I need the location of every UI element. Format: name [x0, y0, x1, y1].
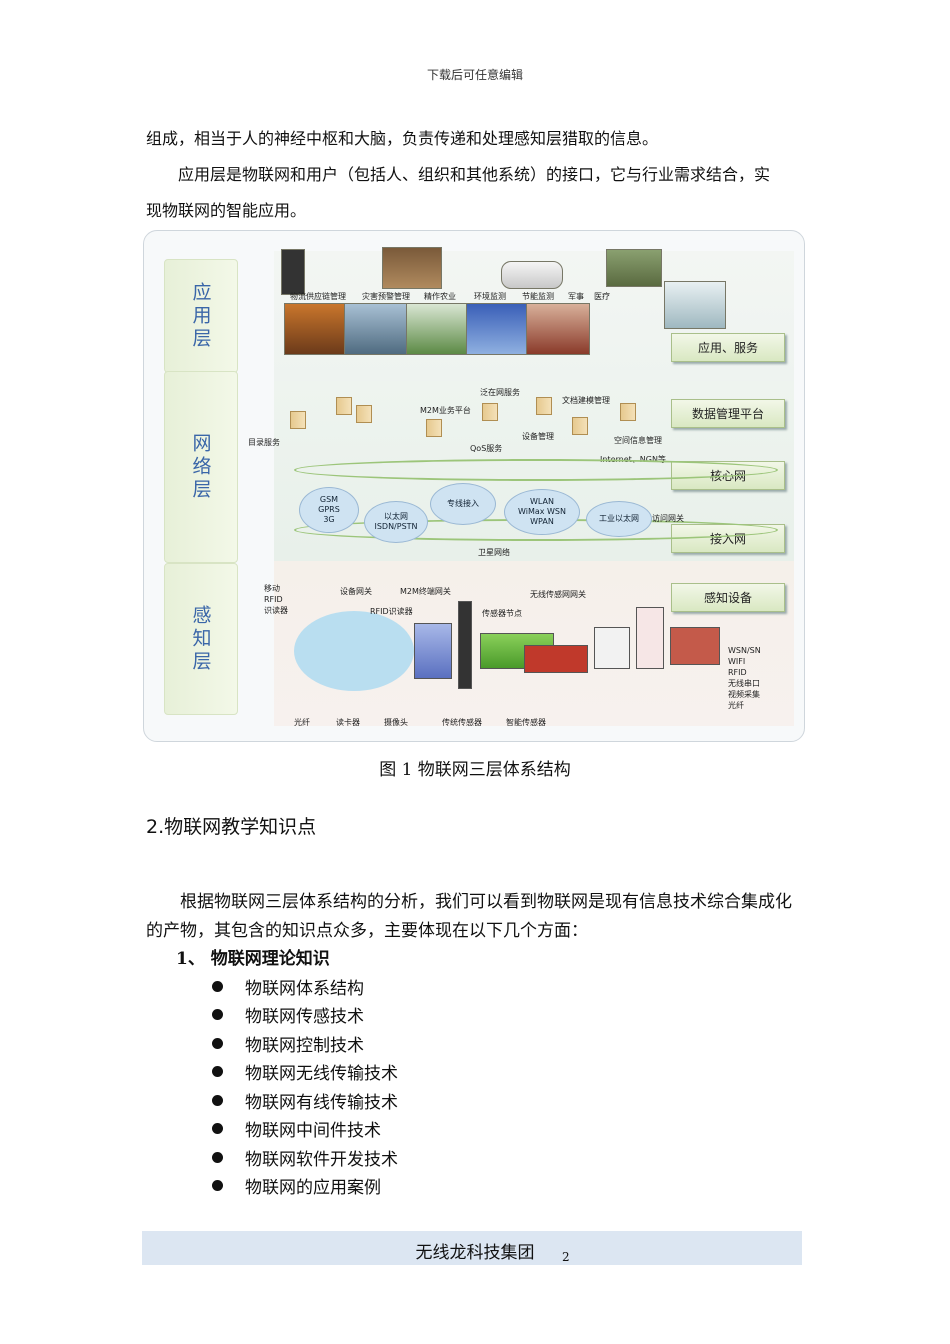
bullet-icon [212, 1037, 223, 1049]
header-note: 下载后可任意编辑 [426, 68, 523, 82]
layer-application: 应用层 [164, 259, 238, 373]
svc-label-ubiquitous: 泛在网服务 [480, 388, 520, 397]
svc-label-directory: 目录服务 [248, 438, 280, 447]
svc-label-doc-modeling: 文档建模管理 [562, 396, 610, 405]
paragraph-1: 组成，相当于人的神经中枢和大脑，负责传递和处理感知层猎取的信息。 [146, 129, 659, 148]
app-photo-tank [606, 249, 662, 287]
sense-label-mobile-rfid: 移动 RFID 识读器 [264, 584, 288, 615]
svc-label-device-mgmt: 设备管理 [522, 432, 554, 441]
app-label-medical: 医疗 [594, 292, 610, 301]
server-icon [356, 405, 372, 423]
rfid-zone [294, 611, 414, 691]
server-icon [426, 419, 442, 437]
paragraph-3: 现物联网的智能应用。 [146, 201, 307, 220]
app-photo-sky [466, 303, 528, 355]
server-icon [536, 397, 552, 415]
list-item: 物联网无线传输技术 [212, 1058, 398, 1087]
side-label-sensing-devices: 感知设备 [671, 583, 785, 612]
sensor-types-list: WSN/SN WIFI RFID 无线串口 视频采集 光纤 [728, 646, 761, 710]
list-item: 物联网的应用案例 [212, 1172, 398, 1201]
building-house [636, 607, 664, 669]
app-photo-bridge [344, 303, 408, 355]
app-label-energy: 节能监测 [522, 292, 554, 301]
app-photo-greenhouse [406, 303, 468, 355]
building-red [524, 645, 588, 673]
app-photo-car [501, 261, 563, 289]
building-house [594, 627, 630, 669]
sense-label-sensor-node: 传感器节点 [482, 609, 522, 618]
iot-architecture-figure: 应用层 网络层 感知层 物流供应链管理 灾害预警管理 精作农业 环境监测 节能监… [143, 230, 805, 742]
app-label-disaster: 灾害预警管理 [362, 292, 410, 301]
svc-label-qos: QoS服务 [470, 444, 503, 453]
building-house [670, 627, 720, 665]
bullet-icon [212, 1180, 223, 1192]
app-label-logistics: 物流供应链管理 [290, 292, 346, 301]
app-label-environment: 环境监测 [474, 292, 506, 301]
access-label-satellite: 卫星网络 [478, 548, 510, 557]
access-label-gateway: 访问网关 [652, 514, 684, 523]
figure-caption: 图 1 物联网三层体系结构 [379, 760, 571, 780]
device-label-card-reader: 读卡器 [336, 718, 360, 727]
layer-perception: 感知层 [164, 563, 238, 715]
bullet-icon [212, 1066, 223, 1078]
page-number: 2 [562, 1250, 570, 1264]
sub-heading: 1、 物联网理论知识 [176, 949, 330, 969]
footer-bar [142, 1231, 802, 1265]
app-label-military: 军事 [568, 292, 584, 301]
core-network-ring [294, 459, 778, 481]
app-photo-board [382, 247, 442, 289]
building-tower [414, 623, 452, 679]
device-label-fiber: 光纤 [294, 718, 310, 727]
list-item: 物联网控制技术 [212, 1029, 398, 1058]
server-icon [572, 417, 588, 435]
device-label-smart: 智能传感器 [506, 718, 546, 727]
svc-label-m2m-platform: M2M业务平台 [420, 406, 471, 415]
server-icon [336, 397, 352, 415]
sense-label-wsn-gateway: 无线传感网网关 [530, 590, 586, 599]
list-item: 物联网有线传输技术 [212, 1086, 398, 1115]
cloud-leased-line: 专线接入 [430, 483, 496, 525]
side-label-data-platform: 数据管理平台 [671, 399, 785, 428]
device-label-camera: 摄像头 [384, 718, 408, 727]
footer-company: 无线龙科技集团 [415, 1243, 535, 1263]
list-item: 物联网传感技术 [212, 1001, 398, 1030]
list-item: 物联网软件开发技术 [212, 1143, 398, 1172]
cloud-gsm: GSM GPRS 3G [299, 487, 359, 533]
list-item: 物联网体系结构 [212, 972, 398, 1001]
sense-label-m2m-gateway: M2M终端网关 [400, 587, 451, 596]
layer-network: 网络层 [164, 371, 238, 563]
paragraph-2: 应用层是物联网和用户（包括人、组织和其他系统）的接口，它与行业需求结合，实 [178, 165, 771, 184]
bullet-icon [212, 1094, 223, 1106]
app-photo-device [281, 249, 305, 295]
list-item: 物联网中间件技术 [212, 1115, 398, 1144]
server-icon [482, 403, 498, 421]
app-photo-medical [664, 281, 726, 329]
knowledge-list: 物联网体系结构 物联网传感技术 物联网控制技术 物联网无线传输技术 物联网有线传… [212, 972, 398, 1200]
section-paragraph: 根据物联网三层体系结构的分析，我们可以看到物联网是现有信息技术综合集成化的产物，… [146, 892, 792, 941]
cloud-wlan: WLAN WiMax WSN WPAN [504, 489, 580, 535]
server-icon [620, 403, 636, 421]
building-tower [458, 601, 472, 689]
app-label-agriculture: 精作农业 [424, 292, 456, 301]
svc-label-spatial: 空间信息管理 [614, 436, 662, 445]
sense-label-device-gateway: 设备网关 [340, 587, 372, 596]
app-photo-plant [526, 303, 590, 355]
device-label-traditional: 传统传感器 [442, 718, 482, 727]
bullet-icon [212, 1009, 223, 1021]
sense-label-rfid-reader: RFID识读器 [370, 607, 413, 616]
cloud-ethernet: 以太网 ISDN/PSTN [364, 501, 428, 543]
bullet-icon [212, 1151, 223, 1163]
bullet-icon [212, 1123, 223, 1135]
bullet-icon [212, 980, 223, 992]
section-heading: 2.物联网教学知识点 [146, 816, 317, 838]
side-label-app-service: 应用、服务 [671, 333, 785, 362]
app-photo-logistics [284, 303, 346, 355]
cloud-industrial: 工业以太网 [586, 501, 652, 537]
server-icon [290, 411, 306, 429]
